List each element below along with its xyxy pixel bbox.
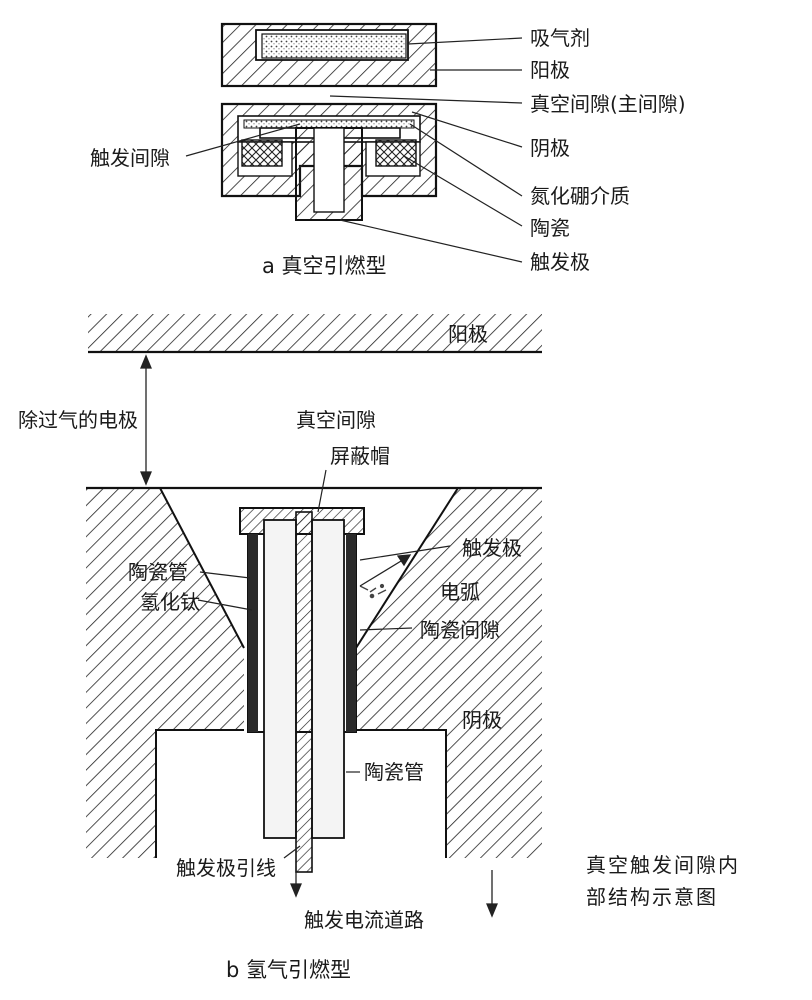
part-a-caption: a 真空引燃型: [262, 254, 387, 278]
part-b-trigger-lead: [295, 511, 313, 873]
part-b-label-vacuum-gap: 真空间隙: [296, 408, 376, 432]
figure-note-line1: 真空触发间隙内: [586, 853, 740, 877]
part-b-label-cathode: 阴极: [462, 708, 502, 732]
part-b-anode: [88, 314, 542, 354]
part-b-drawing: [86, 314, 542, 918]
part-a-ceramic-right: [375, 139, 417, 167]
part-b-label-ceramic-tube-upper: 陶瓷管: [128, 560, 188, 584]
part-b-gap-dimension-arrow: [140, 354, 152, 486]
part-a-label-main-gap: 真空间隙(主间隙): [530, 92, 686, 116]
part-b-label-titanium-hydride: 氢化钛: [140, 590, 200, 614]
part-a-boron-nitride: [243, 119, 415, 129]
part-b-cathode: [86, 486, 542, 858]
part-b-label-trigger-lead: 触发极引线: [176, 856, 276, 880]
part-b-label-ceramic-tube-lower: 陶瓷管: [364, 760, 424, 784]
part-a-label-anode: 阳极: [530, 58, 570, 82]
part-b-label-trigger-electrode: 触发极: [462, 536, 522, 560]
part-b-label-degassed-electrode: 除过气的电极: [18, 408, 138, 432]
part-b-arc: [359, 583, 387, 599]
part-b-label-shield-cap: 屏蔽帽: [330, 444, 390, 468]
part-a-label-boron-nitride: 氮化硼介质: [530, 184, 630, 208]
part-b-caption: b 氢气引燃型: [226, 958, 352, 982]
part-b-label-ceramic-gap: 陶瓷间隙: [420, 618, 500, 642]
part-a-label-cathode: 阴极: [530, 136, 570, 160]
part-b-current-path-arrows: [290, 554, 498, 918]
part-a-getter: [261, 33, 407, 59]
figure-note-line2: 部结构示意图: [586, 885, 718, 909]
part-a-label-getter: 吸气剂: [530, 26, 590, 50]
part-b-label-trigger-current-path: 触发电流道路: [304, 908, 424, 932]
part-a-leader-lines: [185, 37, 523, 263]
part-a-label-trigger-gap: 触发间隙: [90, 146, 170, 170]
part-a-drawing: [185, 22, 523, 263]
part-a-ceramic-left: [241, 139, 283, 167]
part-b-label-arc: 电弧: [440, 580, 480, 604]
part-a-trigger-electrode: [259, 127, 401, 221]
part-b-label-anode: 阳极: [448, 322, 488, 346]
part-b-leader-lines: [197, 469, 451, 859]
part-a-label-ceramic: 陶瓷: [530, 216, 570, 240]
part-b-trigger-rods: [263, 519, 345, 839]
part-a-label-trigger-electrode: 触发极: [530, 250, 590, 274]
